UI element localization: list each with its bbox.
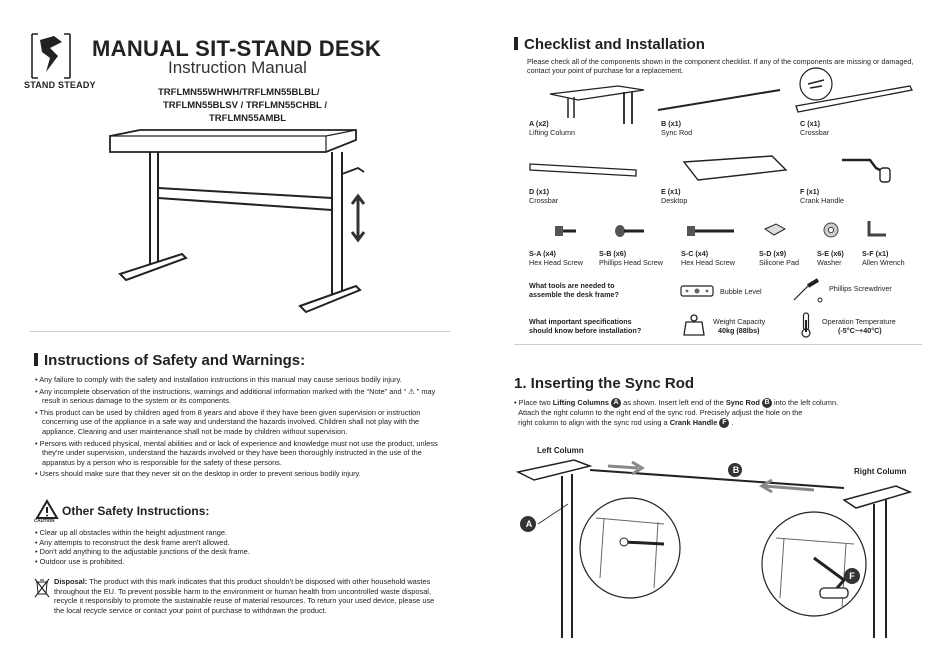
weight-icon [683, 314, 705, 336]
lifting-column-drawing [549, 85, 645, 124]
badge-f: F [719, 418, 730, 429]
page-title: MANUAL SIT-STAND DESK [92, 36, 382, 61]
bubble-level-icon [680, 285, 714, 297]
list-item: • Any failure to comply with the safety … [35, 375, 402, 384]
screw-se-label: S-E (x6)Washer [817, 249, 844, 267]
other-safety-list: • Clear up all obstacles within the heig… [34, 528, 334, 566]
allen-wrench-drawing [867, 221, 886, 237]
safety-heading: Instructions of Safety and Warnings: [34, 352, 305, 369]
screwdriver-icon [793, 278, 823, 303]
checklist-intro: Please check all of the components shown… [527, 57, 914, 75]
list-item: • Users should make sure that they never… [35, 469, 361, 479]
model-line: TRFLMN55WHWH/TRFLMN55BLBL/ [158, 87, 320, 98]
weight-capacity-value: 40kg (88lbs) [718, 326, 760, 335]
temperature-label: Operation Temperature [822, 317, 896, 326]
list-item: • Any attempts to reconstruct the desk f… [35, 537, 230, 547]
model-line: TRFLMN55AMBL [209, 113, 287, 124]
desk-illustration [109, 129, 366, 314]
part-d-label: D (x1)Crossbar [529, 187, 559, 205]
illustration-badge-f: F [849, 571, 855, 581]
list-item: • Persons with reduced physical, mental … [35, 438, 438, 467]
checklist-heading: Checklist and Installation [514, 36, 705, 53]
hex-screw-a-drawing [555, 226, 576, 236]
tool-bubble-level: Bubble Level [720, 287, 762, 296]
caution-label: CAUTION [34, 518, 55, 523]
washer-drawing [823, 222, 839, 238]
list-item: • Don't add anything to the adjustable j… [35, 547, 250, 557]
badge-b: B [761, 398, 772, 409]
tools-question: What tools are needed to assemble the de… [529, 281, 619, 299]
part-f-label: F (x1)Crank Handle [800, 187, 844, 205]
badge-a: A [611, 398, 622, 409]
phillips-screw-drawing [615, 225, 644, 237]
specs-question: What important specifications should kno… [529, 317, 642, 335]
model-line: TRFLMN55BLSV / TRFLMN55CHBL / [163, 100, 327, 111]
list-item: • Any incomplete observation of the inst… [35, 386, 436, 406]
sync-rod-drawing [657, 89, 781, 111]
crank-handle-drawing [842, 158, 891, 183]
screw-sc-label: S-C (x4)Hex Head Screw [681, 249, 735, 267]
hex-screw-c-drawing [687, 226, 734, 236]
list-item: • This product can be used by children a… [35, 407, 421, 436]
crossbar-d-drawing [529, 163, 637, 177]
illustration-badge-a: A [525, 519, 533, 529]
brand-name: STAND STEADY [24, 80, 96, 90]
temperature-value: (-5°C~+40°C) [838, 326, 882, 335]
step1-heading: 1. Inserting the Sync Rod [514, 375, 695, 392]
screw-sf-label: S-F (x1)Allen Wrench [862, 249, 905, 267]
step1-illustration [515, 459, 913, 638]
disposal-note: Disposal: The product with this mark ind… [54, 577, 435, 615]
weight-capacity-label: Weight Capacity [713, 317, 766, 326]
thermometer-icon [801, 312, 811, 338]
desktop-drawing [682, 155, 788, 181]
tool-screwdriver: Phillips Screwdriver [829, 284, 892, 293]
safety-list: • Any failure to comply with the safety … [34, 375, 444, 481]
screw-sa-label: S-A (x4)Hex Head Screw [529, 249, 583, 267]
step1-instructions: • Place two Lifting Columns A as shown. … [514, 398, 839, 429]
crossbar-c-drawing [795, 67, 913, 113]
left-column-label: Left Column [537, 446, 584, 455]
other-safety-heading: Other Safety Instructions: [62, 504, 210, 518]
part-c-label: C (x1)Crossbar [800, 119, 830, 137]
page-subtitle: Instruction Manual [168, 58, 307, 77]
illustration-badge-b: B [732, 465, 740, 475]
right-column-label: Right Column [854, 467, 907, 476]
screw-sd-label: S-D (x9)Silicone Pad [759, 249, 799, 267]
list-item: • Outdoor use is prohibited. [35, 556, 125, 566]
list-item: • Clear up all obstacles within the heig… [35, 528, 227, 537]
part-b-label: B (x1)Sync Rod [661, 119, 693, 137]
wheelie-bin-icon [34, 578, 50, 598]
brand-logo [31, 33, 71, 79]
caution-icon [35, 499, 59, 519]
silicone-pad-drawing [763, 223, 787, 236]
part-e-label: E (x1)Desktop [661, 187, 688, 205]
part-a-label: A (x2)Lifting Column [529, 119, 575, 137]
screw-sb-label: S-B (x6)Phillips Head Screw [599, 249, 663, 267]
